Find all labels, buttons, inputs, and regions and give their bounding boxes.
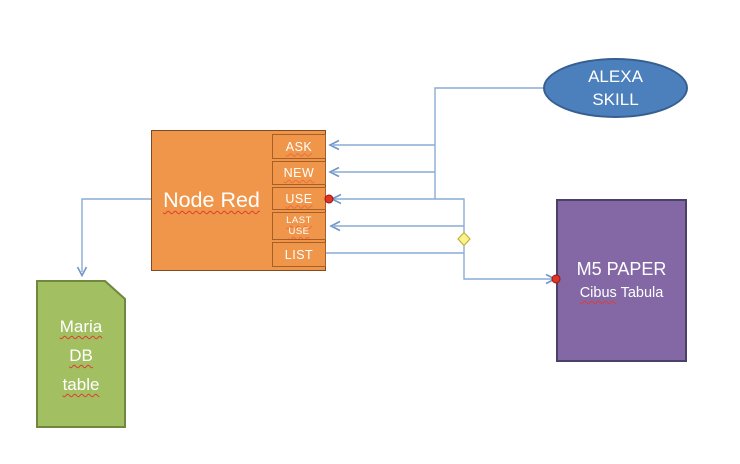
port-list[interactable]: LIST <box>272 242 326 267</box>
port-ask-label: ASK <box>285 139 313 154</box>
m5-subtitle-word1: Cibus <box>579 285 617 301</box>
maria-label-line3: table <box>62 375 100 394</box>
m5-subtitle-word2: Tabula <box>620 285 664 301</box>
maria-label-line1: Maria <box>59 317 103 336</box>
arrowhead-new <box>328 166 340 178</box>
maria-db-shape[interactable] <box>36 280 126 428</box>
maria-label-line2: DB <box>69 346 93 365</box>
port-use[interactable]: USE <box>272 187 326 210</box>
alexa-label-line2: SKILL <box>592 90 639 109</box>
arrowhead-last-use <box>329 220 341 232</box>
maria-db-label: Maria DB table <box>36 312 126 404</box>
alexa-skill-shape[interactable]: ALEXA SKILL <box>543 58 688 118</box>
port-new-label: NEW <box>283 166 315 180</box>
port-last-use-label-line2: USE <box>288 226 310 237</box>
m5-paper-shape[interactable]: M5 PAPER Cibus Tabula <box>556 199 687 362</box>
node-red-label-text: Node Red <box>163 188 260 212</box>
arrowhead-maria <box>76 266 88 278</box>
adjustment-handle-diamond[interactable] <box>457 231 471 247</box>
port-ask[interactable]: ASK <box>272 134 326 159</box>
endpoint-handle-m5[interactable] <box>551 274 561 284</box>
port-last-use[interactable]: LAST USE <box>272 212 326 240</box>
connector-alexa-trunk[interactable] <box>434 87 543 199</box>
node-red-label: Node Red <box>151 183 272 217</box>
port-use-label: USE <box>285 191 313 206</box>
port-new[interactable]: NEW <box>272 161 326 185</box>
m5-paper-title: M5 PAPER <box>576 259 667 279</box>
port-list-label: LIST <box>284 247 314 262</box>
arrowhead-ask <box>328 139 340 151</box>
connector-nodered-to-maria[interactable] <box>81 198 151 272</box>
port-last-use-label-line1: LAST <box>286 215 312 226</box>
alexa-label-line1: ALEXA <box>588 67 643 86</box>
endpoint-handle-use[interactable] <box>324 194 334 204</box>
m5-paper-subtitle: Cibus Tabula <box>580 282 664 304</box>
